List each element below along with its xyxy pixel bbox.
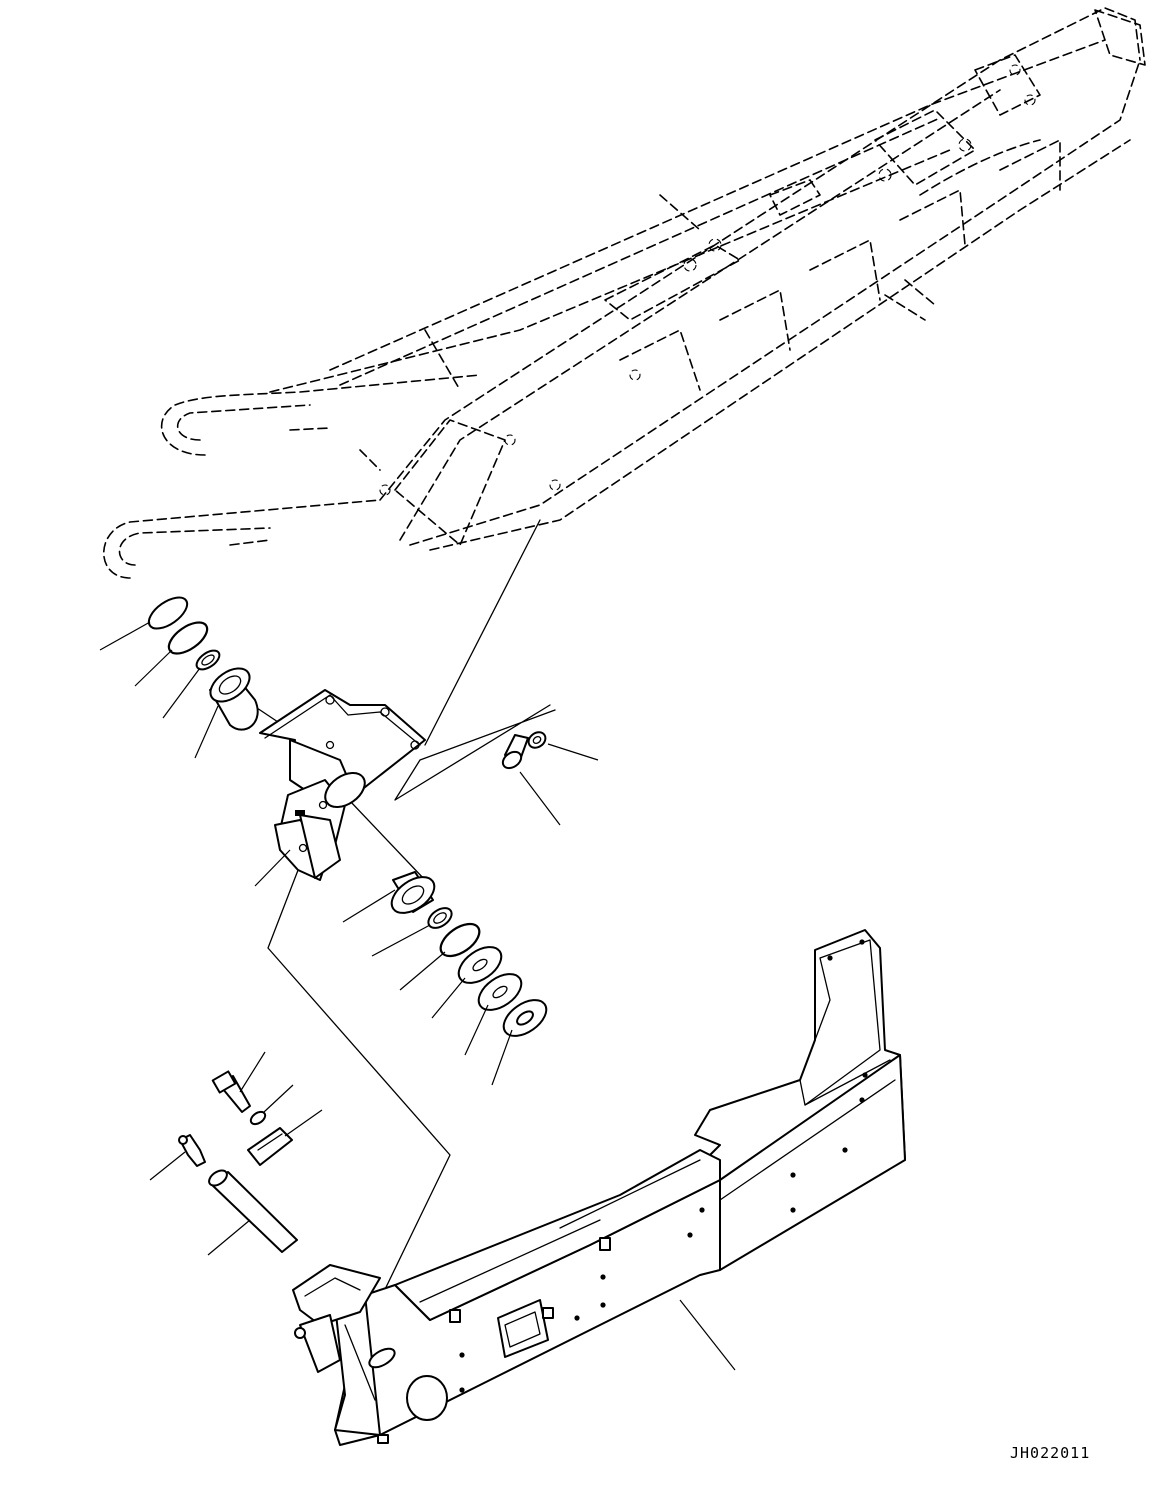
- assembly-reference-lines: [244, 519, 556, 1311]
- washer-upper: [99, 596, 189, 651]
- shim-1: [431, 946, 503, 1019]
- seal-upper: [162, 649, 221, 719]
- shim-3: [491, 999, 548, 1086]
- bushing-lower: [342, 871, 436, 923]
- pivot-bracket: [254, 689, 426, 887]
- o-ring-upper: [134, 621, 209, 687]
- washer-small: [527, 731, 599, 761]
- bolt-upper: [501, 734, 561, 826]
- pivot-pin: [207, 1169, 298, 1256]
- lock-washer: [249, 1084, 294, 1126]
- boom-phantom-outline: [103, 7, 1146, 579]
- bolt-lower: [211, 1051, 266, 1113]
- retainer-plate: [247, 1109, 323, 1166]
- grease-fitting: [149, 1134, 206, 1181]
- bushing-upper: [194, 667, 259, 759]
- drawing-reference-code: JH022011: [1010, 1444, 1091, 1462]
- o-ring-lower: [399, 922, 481, 991]
- main-frame: [292, 929, 906, 1446]
- shim-2: [464, 973, 523, 1056]
- seal-lower: [371, 907, 453, 957]
